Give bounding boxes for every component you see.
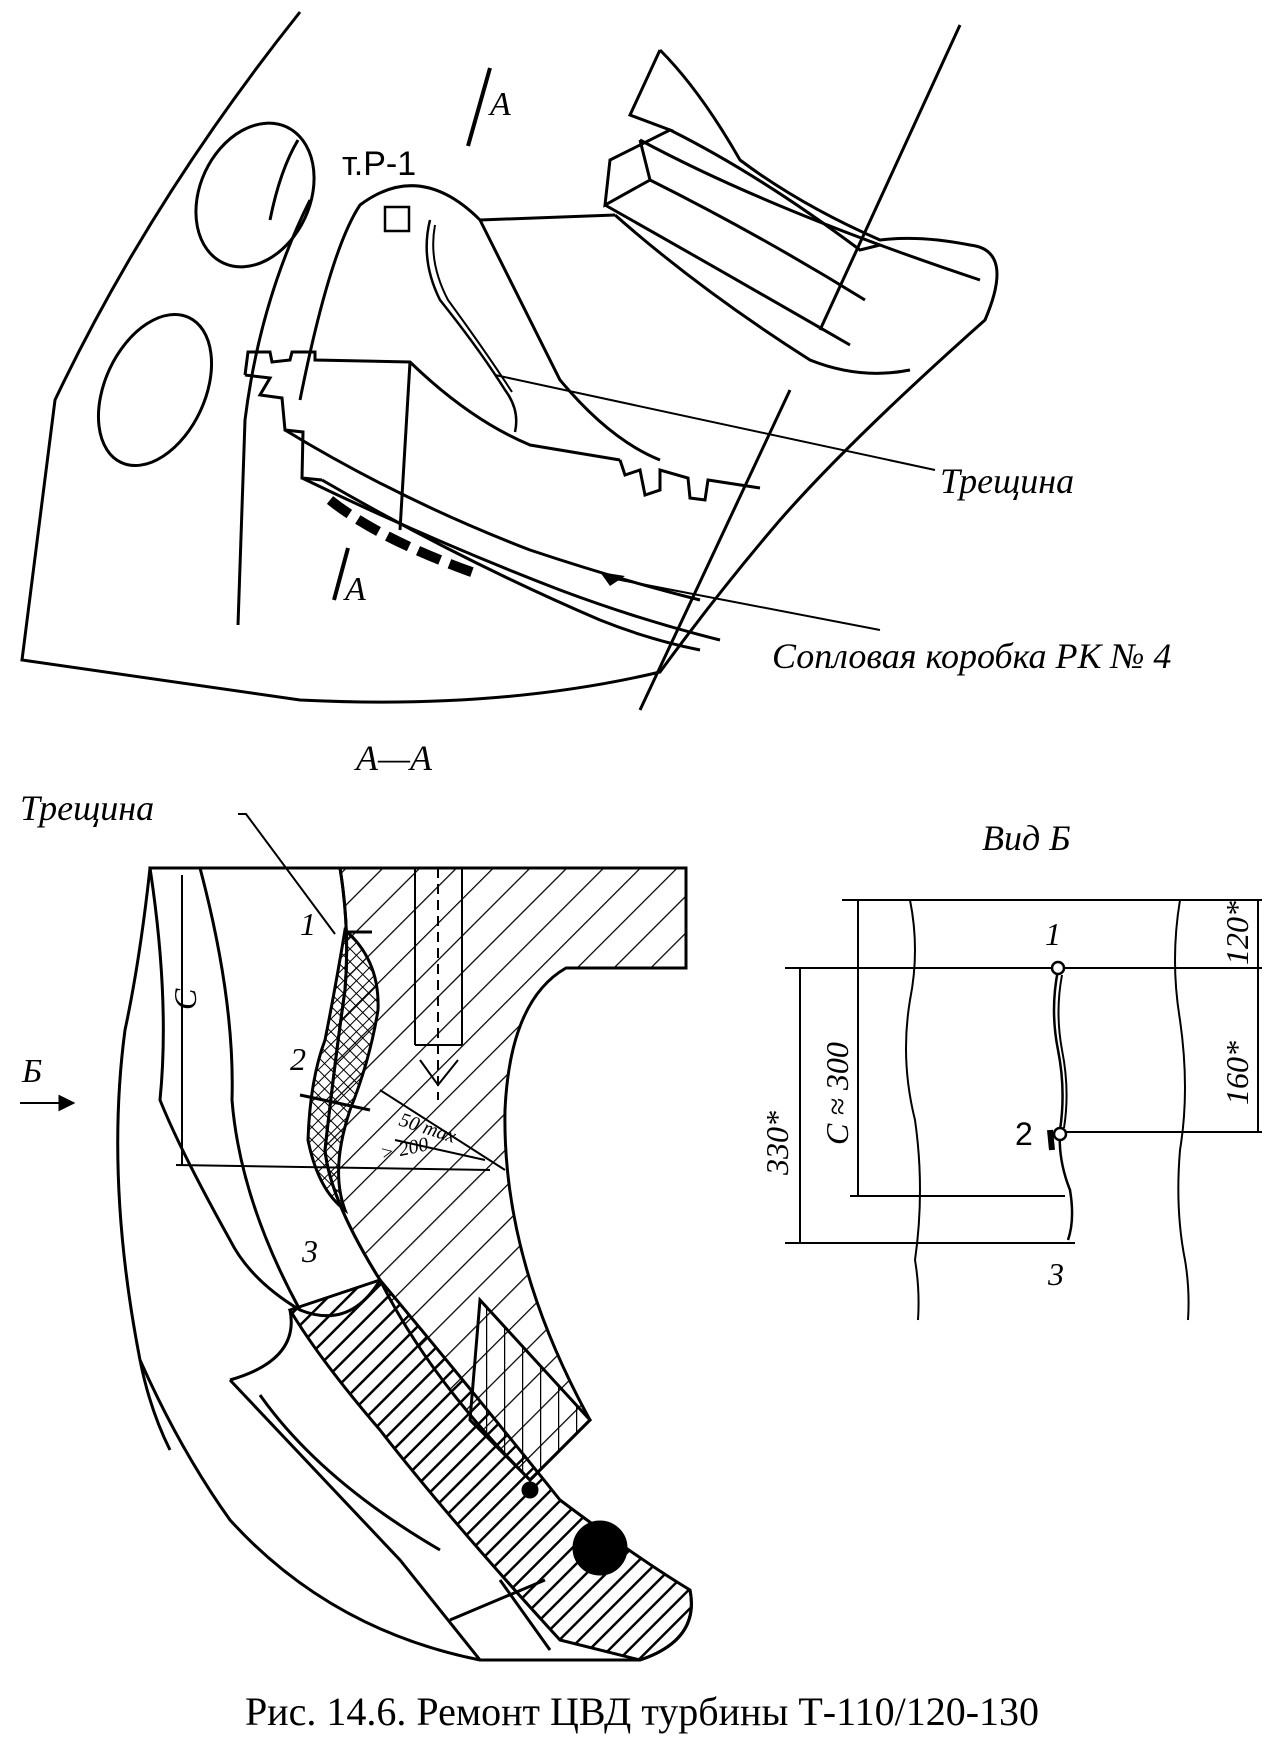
crack-leader-top [494, 374, 936, 471]
crack-side [1052, 969, 1074, 1241]
nozzle-box-label: Сопловая коробка РК № 4 [772, 636, 1171, 676]
casing-outline [20, 11, 999, 704]
dim-330: 330* [759, 1111, 795, 1176]
point-marker-p1 [383, 205, 411, 233]
section-mark-a-top: A [488, 86, 511, 123]
section-mark-a-bottom: A [343, 571, 366, 608]
view-arrow-b: Б [21, 1053, 42, 1090]
dim-120: 120* [1219, 901, 1255, 965]
weld-point-large [572, 1520, 628, 1576]
point-1-section: 1 [300, 906, 316, 942]
dim-160: 160* [1219, 1041, 1255, 1105]
section-title: А—А [354, 738, 433, 778]
casing-top-view [20, 11, 999, 711]
point-1-marker [1050, 960, 1066, 976]
point-3-section: 3 [301, 1233, 318, 1269]
section-view [20, 813, 693, 1662]
crack-top [425, 219, 518, 433]
point-label-p1: т.Р-1 [342, 145, 416, 183]
point-2-section: 2 [290, 1041, 306, 1077]
crack-label-top: Трещина [940, 461, 1074, 501]
crack-label-section: Трещина [20, 788, 154, 828]
point-2-side: 2 [1015, 1116, 1033, 1152]
nozzle-box-leader [609, 577, 881, 631]
side-view-title: Вид Б [982, 818, 1070, 858]
point-1-side: 1 [1045, 916, 1061, 952]
bolt-hole-upper [194, 121, 316, 269]
bolt-hole-lower [96, 312, 214, 468]
point-3-side: 3 [1047, 1256, 1064, 1292]
figure-caption: Рис. 14.6. Ремонт ЦВД турбины Т-110/120-… [244, 1689, 1040, 1734]
point-2-marker [1052, 1126, 1068, 1142]
weld-point-small [521, 1481, 539, 1499]
dim-c300: С ≈ 300 [819, 1042, 855, 1145]
dim-c-label: С [167, 988, 203, 1010]
side-view [785, 899, 1262, 1321]
